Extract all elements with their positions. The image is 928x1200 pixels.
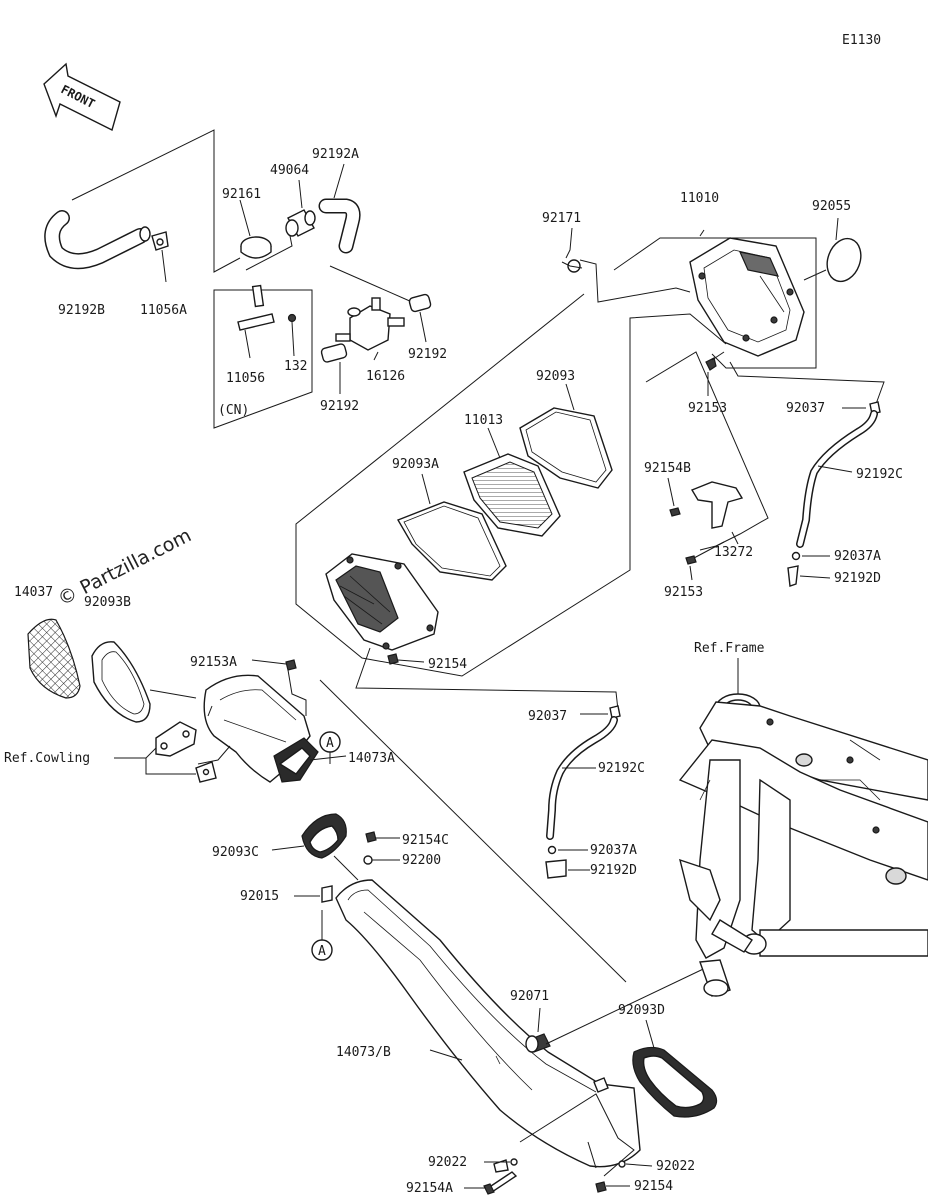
label-92037a-top: 92037A xyxy=(834,549,881,564)
label-92192a: 92192A xyxy=(312,147,359,162)
filter-element-11013 xyxy=(463,427,561,537)
label-92161: 92161 xyxy=(222,187,261,202)
seal-92093d xyxy=(632,1019,718,1118)
air-cleaner-housing xyxy=(561,217,885,405)
label-92071: 92071 xyxy=(510,989,549,1004)
inner-housing xyxy=(325,553,619,711)
duct-14073a xyxy=(197,659,347,783)
label-11013: 11013 xyxy=(464,413,503,428)
label-92093: 92093 xyxy=(536,369,575,384)
part-labels: 92192B 11056A 92161 49064 92192A 11056 1… xyxy=(4,147,903,1196)
label-14073a: 14073A xyxy=(348,751,395,766)
label-92154-bottom: 92154 xyxy=(634,1179,673,1194)
label-11010: 11010 xyxy=(680,191,719,206)
label-92154: 92154 xyxy=(428,657,467,672)
marker-a-bottom: A xyxy=(311,910,333,961)
label-92154a: 92154A xyxy=(406,1181,453,1196)
label-92093a: 92093A xyxy=(392,457,439,472)
label-11056a: 11056A xyxy=(140,303,187,318)
cn-variant-box: (CN) xyxy=(213,284,313,429)
marker-a-top-text: A xyxy=(326,736,334,751)
label-92037-mid: 92037 xyxy=(528,709,567,724)
label-92192d-mid: 92192D xyxy=(590,863,637,878)
cowling-bracket xyxy=(114,721,217,783)
label-ref-frame: Ref.Frame xyxy=(694,641,765,656)
frame-reference xyxy=(678,658,928,997)
label-49064: 49064 xyxy=(270,163,309,178)
label-92037-top: 92037 xyxy=(786,401,825,416)
label-92192b: 92192B xyxy=(58,303,105,318)
fasteners-bottom xyxy=(464,1093,653,1195)
label-14037: 14037 xyxy=(14,585,53,600)
label-132: 132 xyxy=(284,359,307,374)
bracket-13272 xyxy=(645,351,769,581)
label-92171: 92171 xyxy=(542,211,581,226)
label-92200: 92200 xyxy=(402,853,441,868)
label-92093c: 92093C xyxy=(212,845,259,860)
label-92192c-mid: 92192C xyxy=(598,761,645,776)
gasket-92093 xyxy=(519,383,613,489)
breather-hose-middle xyxy=(545,705,621,879)
label-92055: 92055 xyxy=(812,199,851,214)
label-92153-mid: 92153 xyxy=(664,585,703,600)
label-92015: 92015 xyxy=(240,889,279,904)
label-92153-top: 92153 xyxy=(688,401,727,416)
label-92192c-top: 92192C xyxy=(856,467,903,482)
duct-14073b xyxy=(335,879,641,1173)
cn-note: (CN) xyxy=(218,403,249,418)
assembly-outline xyxy=(295,293,727,677)
inlet-grille-14037 xyxy=(27,618,81,699)
hose-group-top-left xyxy=(44,129,361,283)
label-92192-right: 92192 xyxy=(408,347,447,362)
label-92037a-mid: 92037A xyxy=(590,843,637,858)
seal-92093c xyxy=(271,813,359,881)
label-ref-cowling: Ref.Cowling xyxy=(4,751,90,766)
label-13272: 13272 xyxy=(714,545,753,560)
gasket-92093b xyxy=(91,641,197,723)
label-92192d-top: 92192D xyxy=(834,571,881,586)
breather-hose-top-right xyxy=(787,401,881,587)
label-92022-right: 92022 xyxy=(656,1159,695,1174)
fasteners-middle xyxy=(294,831,400,903)
leader-long xyxy=(319,679,627,983)
label-92192-bottom: 92192 xyxy=(320,399,359,414)
diagram-code: E1130 xyxy=(842,33,881,48)
label-92022-left: 92022 xyxy=(428,1155,467,1170)
gasket-92093a xyxy=(396,473,507,581)
label-92153a: 92153A xyxy=(190,655,237,670)
marker-a-top: A xyxy=(319,731,341,764)
valve-16126 xyxy=(320,265,432,394)
label-92093b: 92093B xyxy=(84,595,131,610)
grommet-92071 xyxy=(525,961,719,1053)
label-14073b: 14073/B xyxy=(336,1045,391,1060)
label-11056: 11056 xyxy=(226,371,265,386)
label-92154b: 92154B xyxy=(644,461,691,476)
marker-a-bottom-text: A xyxy=(318,944,326,959)
label-92093d: 92093D xyxy=(618,1003,665,1018)
label-16126: 16126 xyxy=(366,369,405,384)
front-direction-arrow: FRONT xyxy=(43,62,121,132)
label-92154c: 92154C xyxy=(402,833,449,848)
